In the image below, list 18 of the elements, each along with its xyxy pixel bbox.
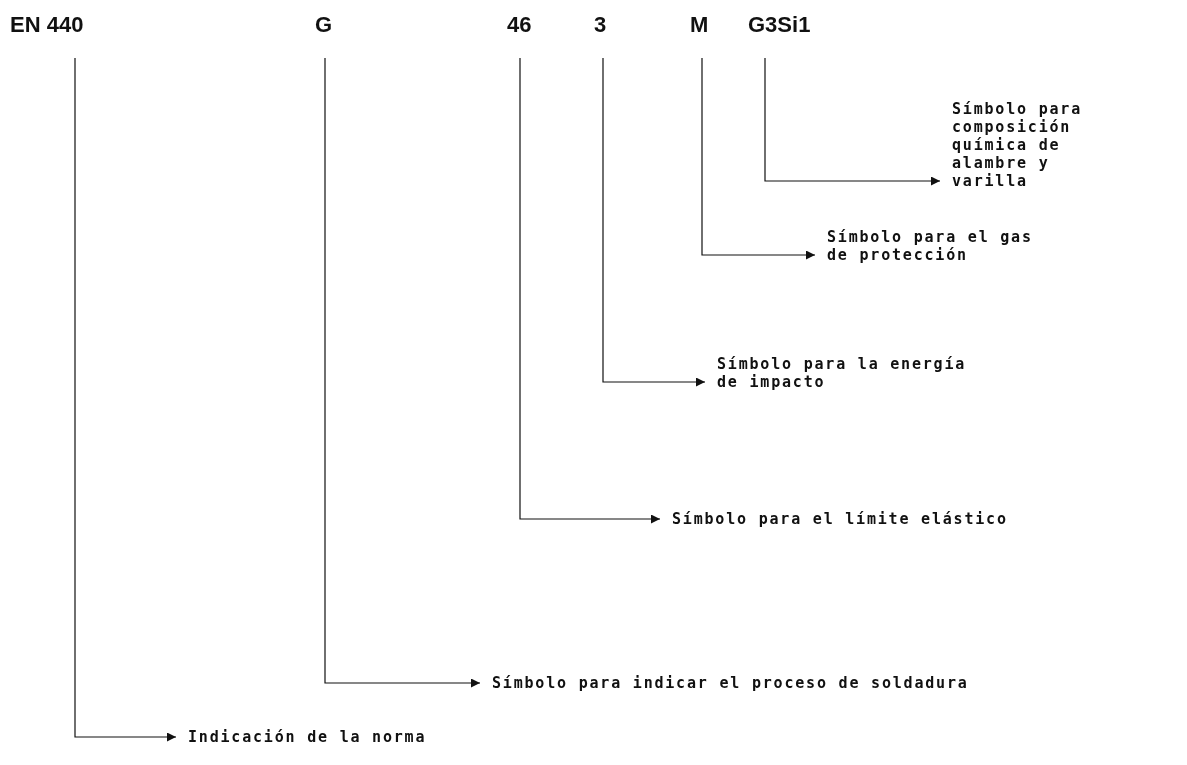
leader-arrow [324, 57, 481, 688]
designation-code: EN 440 [10, 12, 84, 38]
leader-arrow [764, 57, 941, 186]
leader-arrow [602, 57, 706, 387]
designation-code: M [690, 12, 709, 38]
description-text: Indicación de la norma [176, 728, 427, 746]
description-text: Símbolo para el gas de protección [815, 228, 1037, 264]
leader-arrow [701, 57, 816, 260]
designation-code: 3 [594, 12, 607, 38]
description-text: Símbolo para indicar el proceso de soldadura [480, 674, 969, 692]
description-text: Símbolo para la energía de impacto [705, 355, 997, 391]
description-text: Símbolo para el límite elástico [660, 510, 1008, 528]
designation-code: 46 [507, 12, 532, 38]
designation-code: G3Si1 [748, 12, 811, 38]
leader-arrow [519, 57, 661, 524]
designation-code: G [315, 12, 333, 38]
description-text: Símbolo para composición química de alambre y varilla [940, 100, 1112, 190]
leader-arrow [74, 57, 177, 742]
